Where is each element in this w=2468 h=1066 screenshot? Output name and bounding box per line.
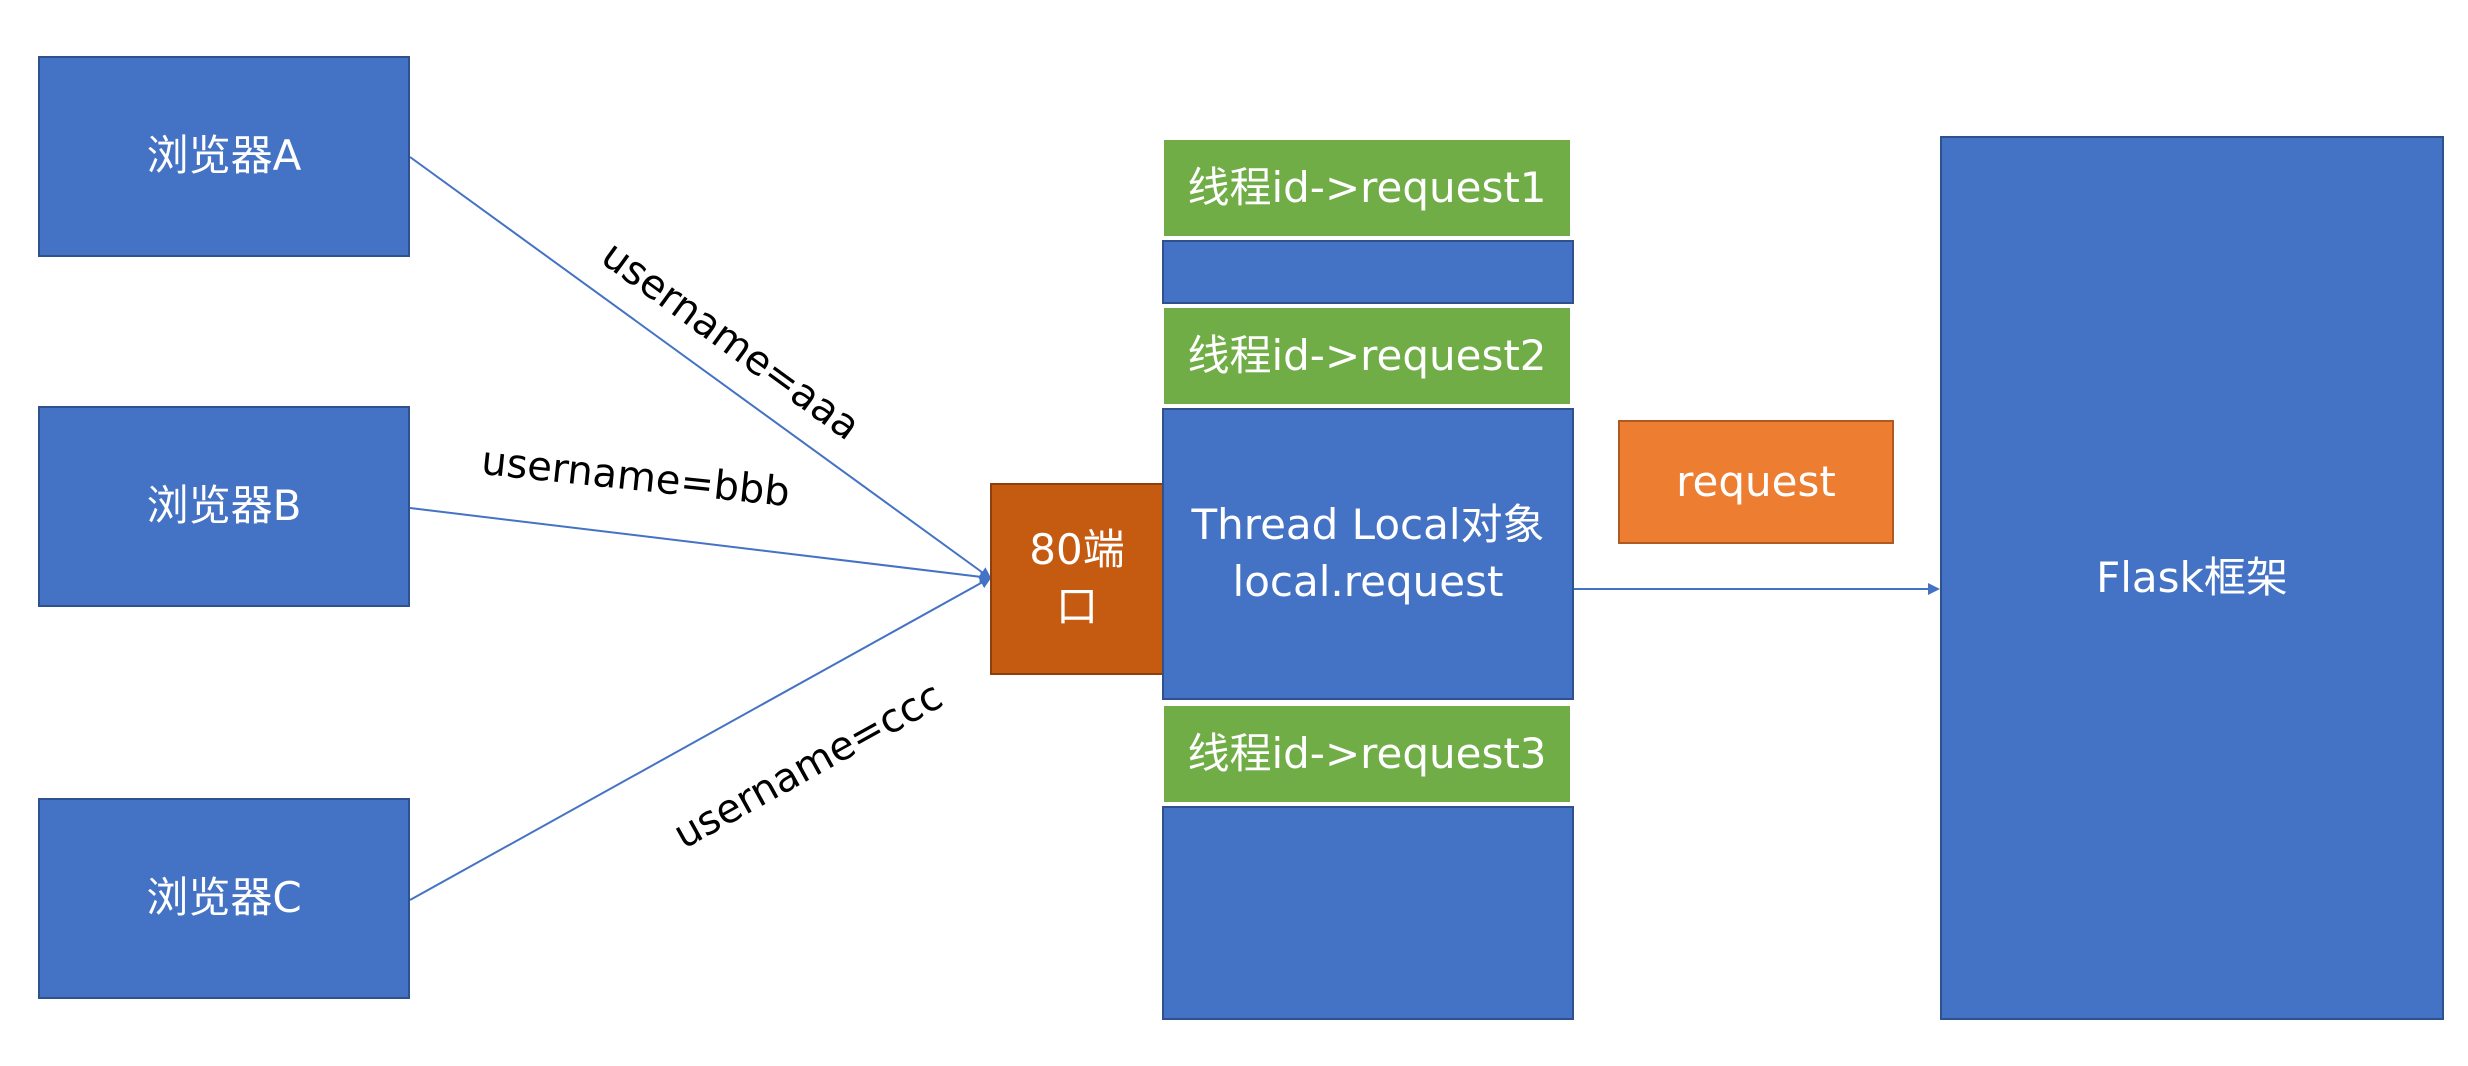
request-label: request — [1676, 456, 1836, 506]
edge-browser-b-to-port — [409, 507, 992, 583]
thread-local-label-line1: Thread Local对象 — [1191, 500, 1545, 550]
thread-1-box: 线程id->request1 — [1164, 140, 1570, 236]
port-label-line2: 口 — [1055, 582, 1098, 631]
edge-browser-a-to-port — [409, 156, 992, 580]
browser-a-label: 浏览器A — [146, 131, 302, 181]
thread-2-label: 线程id->request2 — [1187, 330, 1547, 380]
browser-a-box: 浏览器A — [38, 56, 410, 257]
browser-c-label: 浏览器C — [146, 873, 302, 923]
thread-3-box: 线程id->request3 — [1164, 706, 1570, 802]
thread-1-label: 线程id->request1 — [1187, 162, 1547, 212]
port-label-line1: 80端 — [1029, 525, 1125, 575]
browser-b-label: 浏览器B — [146, 481, 302, 531]
browser-b-box: 浏览器B — [38, 406, 410, 607]
flask-box: Flask框架 — [1940, 136, 2444, 1020]
thread-2-box: 线程id->request2 — [1164, 308, 1570, 404]
thread-spacer-1 — [1162, 240, 1574, 304]
port-box: 80端 口 — [990, 483, 1164, 675]
thread-local-box: Thread Local对象 local.request — [1162, 408, 1574, 700]
thread-3-label: 线程id->request3 — [1187, 728, 1547, 778]
thread-bottom-block — [1162, 806, 1574, 1020]
flask-label: Flask框架 — [2096, 552, 2288, 602]
browser-c-box: 浏览器C — [38, 798, 410, 999]
request-box: request — [1618, 420, 1894, 544]
edge-browser-c-to-port — [409, 577, 992, 901]
thread-local-label-line2: local.request — [1232, 557, 1504, 606]
